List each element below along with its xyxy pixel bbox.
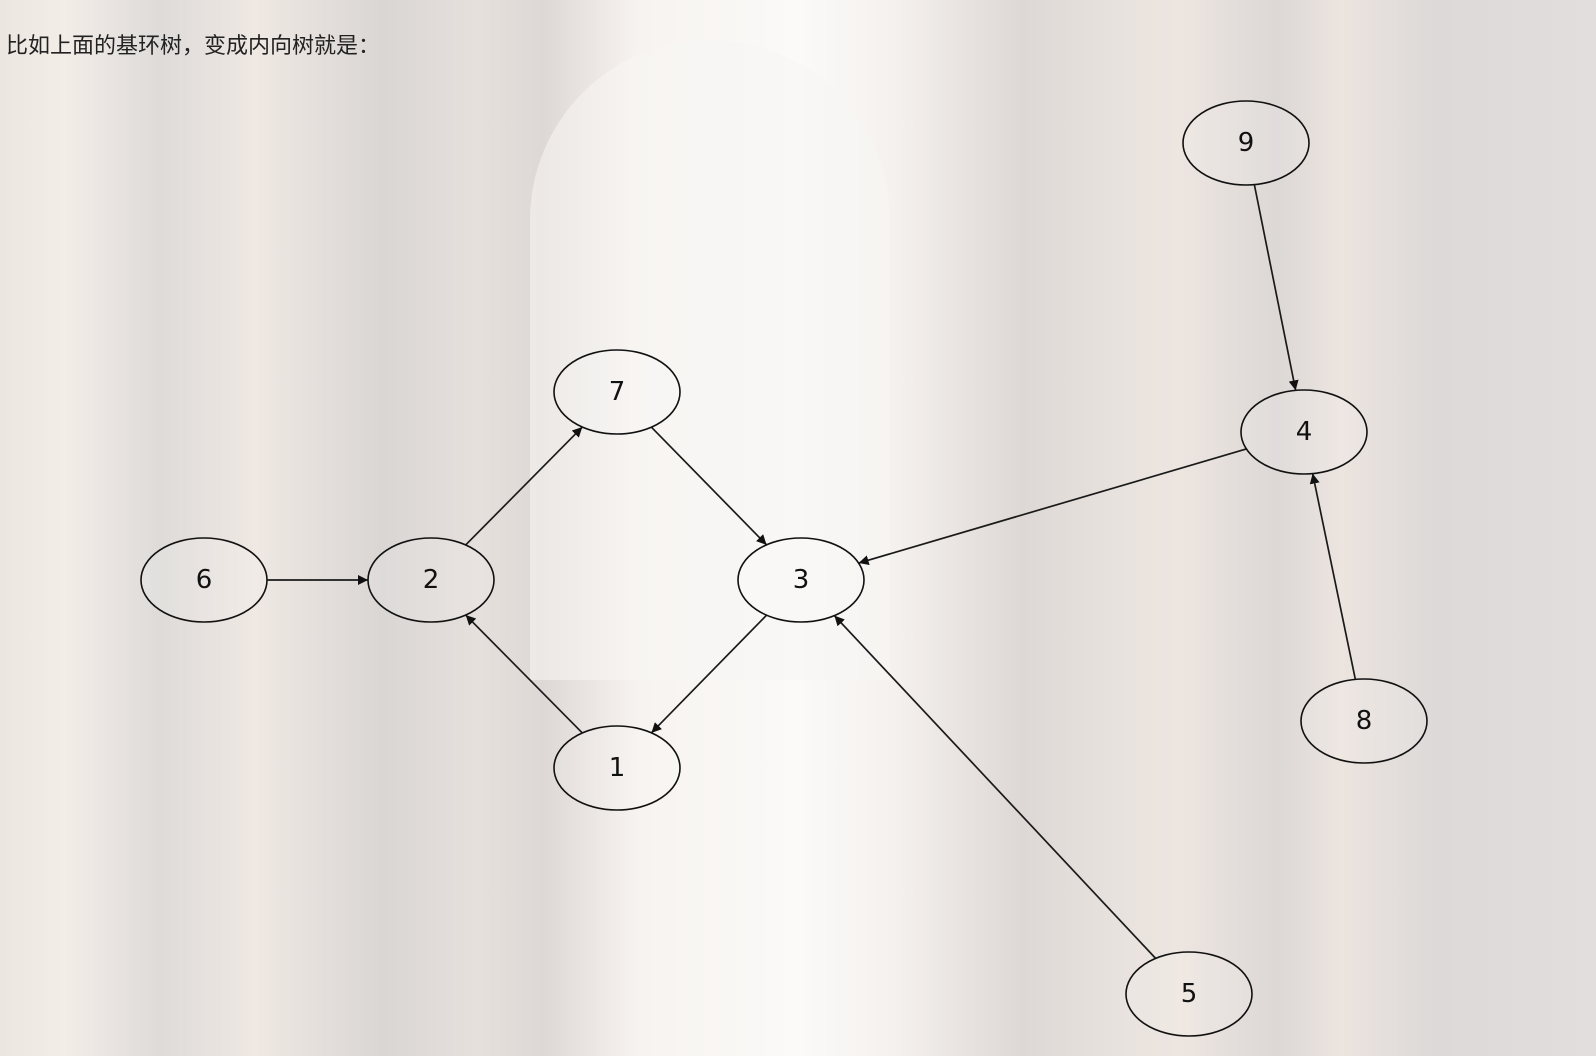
- graph-node-1: 1: [553, 725, 681, 811]
- node-ellipse: [553, 349, 681, 435]
- node-label: 7: [609, 377, 626, 407]
- node-ellipse: [1240, 389, 1368, 475]
- node-ellipse: [553, 725, 681, 811]
- node-ellipse: [737, 537, 865, 623]
- graph-node-8: 8: [1300, 678, 1428, 764]
- edge-7-to-3: [650, 426, 768, 546]
- node-ellipse: [1300, 678, 1428, 764]
- graph-node-5: 5: [1125, 951, 1253, 1037]
- graph-node-6: 6: [140, 537, 268, 623]
- node-label: 3: [793, 565, 810, 595]
- edges-layer: [267, 184, 1357, 959]
- edge-5-to-3: [833, 615, 1157, 959]
- edge-8-to-4: [1309, 473, 1357, 680]
- node-label: 6: [196, 565, 213, 595]
- nodes-layer: 1 2 3 4 5 6 7 8 9: [140, 100, 1428, 1037]
- background-illustration: [530, 40, 890, 680]
- node-ellipse: [140, 537, 268, 623]
- graph-node-2: 2: [367, 537, 495, 623]
- arrow-icon: [650, 426, 768, 546]
- edge-3-to-1: [650, 614, 768, 734]
- node-label: 5: [1181, 979, 1198, 1009]
- caption-text: 比如上面的基环树，变成内向树就是：: [6, 34, 381, 59]
- arrow-icon: [650, 614, 768, 734]
- node-ellipse: [1182, 100, 1310, 186]
- arrow-icon: [858, 448, 1247, 566]
- node-label: 9: [1238, 128, 1255, 158]
- edge-1-to-2: [465, 614, 583, 734]
- edge-4-to-3: [858, 448, 1247, 566]
- node-label: 4: [1296, 417, 1313, 447]
- node-label: 8: [1356, 706, 1373, 736]
- arrow-icon: [465, 614, 583, 734]
- edge-9-to-4: [1253, 184, 1299, 391]
- graph-node-9: 9: [1182, 100, 1310, 186]
- arrow-icon: [1253, 184, 1299, 391]
- graph-node-7: 7: [553, 349, 681, 435]
- node-label: 1: [609, 753, 626, 783]
- arrow-icon: [833, 615, 1157, 959]
- arrow-icon: [465, 426, 583, 546]
- node-ellipse: [367, 537, 495, 623]
- arrow-icon: [1309, 473, 1357, 680]
- node-label: 2: [423, 565, 440, 595]
- edge-2-to-7: [465, 426, 583, 546]
- graph-node-3: 3: [737, 537, 865, 623]
- node-ellipse: [1125, 951, 1253, 1037]
- graph-node-4: 4: [1240, 389, 1368, 475]
